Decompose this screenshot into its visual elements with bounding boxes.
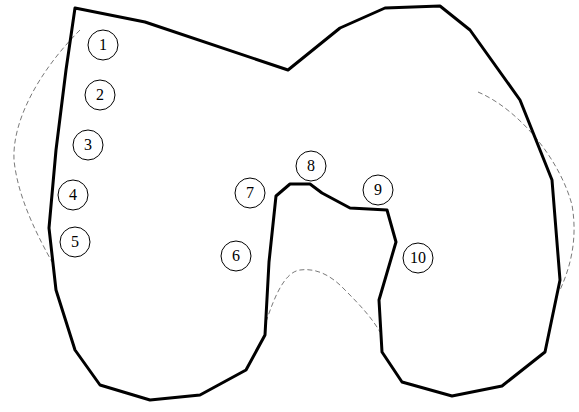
circle-shape	[85, 80, 115, 110]
callout-number: 10	[410, 250, 426, 266]
callout-circle: 2	[84, 79, 116, 111]
circle-shape	[296, 151, 326, 181]
callout-circle: 9	[362, 174, 394, 206]
circle-shape	[221, 241, 251, 271]
callout-number: 4	[69, 187, 77, 203]
circle-shape	[88, 30, 118, 60]
callout-circle: 3	[72, 129, 104, 161]
callout-circle: 5	[59, 226, 91, 258]
callout-number: 2	[96, 87, 104, 103]
callout-circle: 10	[402, 242, 434, 274]
circle-shape	[235, 178, 265, 208]
dashed-contour-left	[14, 30, 80, 262]
callout-number: 6	[232, 248, 240, 264]
callout-circle: 4	[57, 179, 89, 211]
callout-number: 5	[71, 234, 79, 250]
circle-shape	[60, 227, 90, 257]
callout-number: 7	[246, 185, 254, 201]
circle-shape	[58, 180, 88, 210]
circle-shape	[363, 175, 393, 205]
callout-circle: 1	[87, 29, 119, 61]
callout-number: 8	[307, 158, 315, 174]
callout-number: 3	[84, 137, 92, 153]
circle-shape	[403, 243, 433, 273]
callout-number: 1	[99, 37, 107, 53]
callout-number: 9	[374, 182, 382, 198]
circle-shape	[73, 130, 103, 160]
callout-circle: 8	[295, 150, 327, 182]
dashed-contour	[14, 30, 574, 332]
callout-circle: 7	[234, 177, 266, 209]
bone-outline	[49, 6, 560, 400]
dashed-contour-notch	[266, 270, 380, 332]
callout-circle: 6	[220, 240, 252, 272]
